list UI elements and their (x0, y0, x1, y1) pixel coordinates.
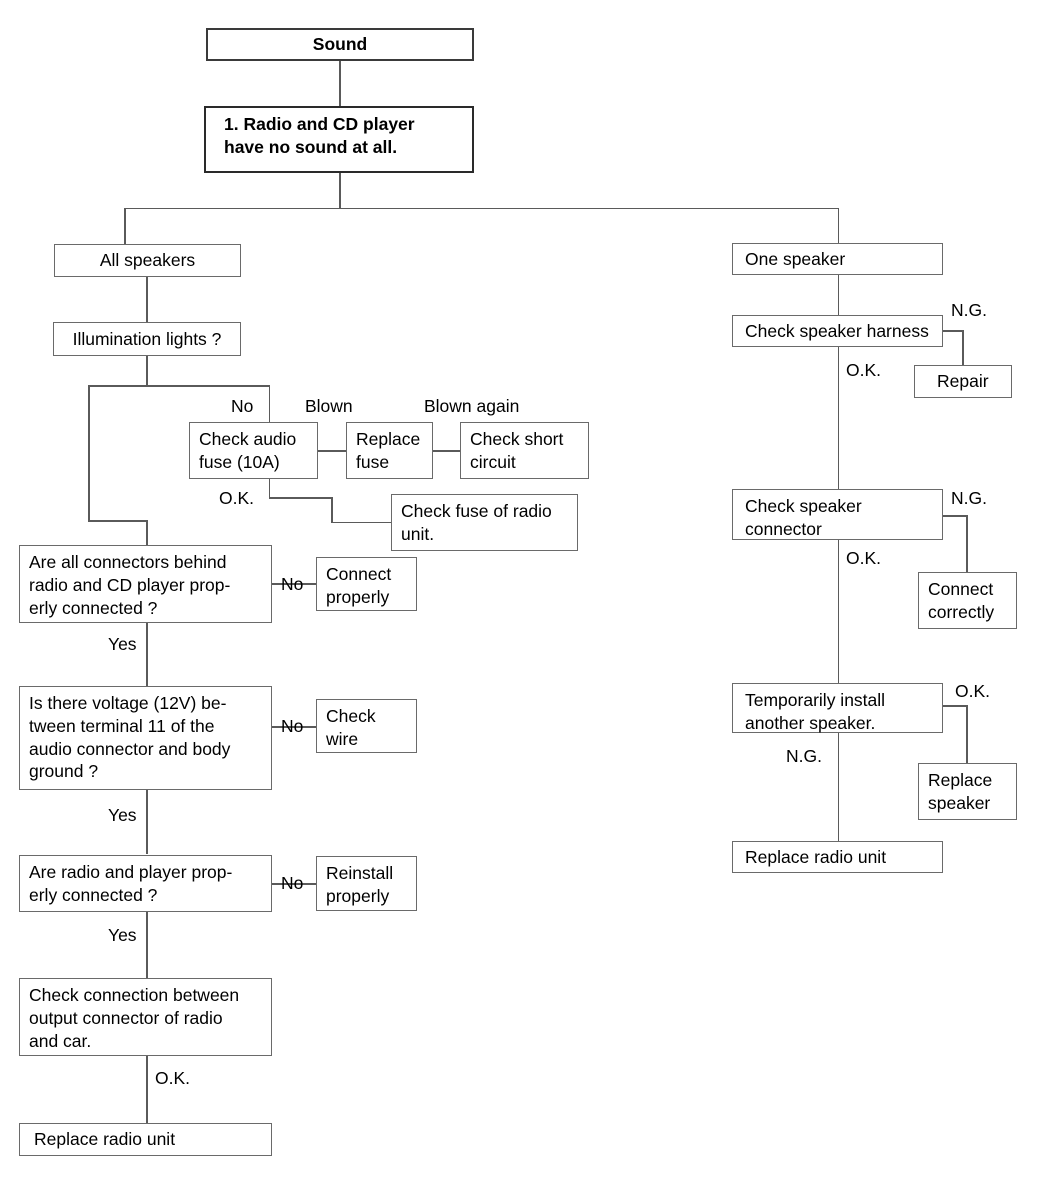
node-radio-player-question[interactable]: Are radio and player prop- erly connecte… (19, 855, 272, 912)
node-repair[interactable]: Repair (914, 365, 1012, 398)
edge-ng-harness-seg2 (962, 330, 964, 366)
edge-ng-connector-seg1 (943, 515, 967, 517)
edge-blown-fuse-to-replace (318, 450, 347, 452)
node-temporarily-install-speaker[interactable]: Temporarily install another speaker. (732, 683, 943, 733)
edge-yes-connectors (146, 622, 148, 686)
node-check-wire[interactable]: Check wire (316, 699, 417, 753)
edge-onespk-to-harness (837, 274, 840, 316)
node-all-speakers[interactable]: All speakers (54, 244, 241, 277)
label-ng-harness: N.G. (951, 300, 987, 320)
label-ok-connection: O.K. (155, 1068, 191, 1088)
edge-no-connectors (272, 583, 316, 585)
node-replace-radio-unit-right[interactable]: Replace radio unit (732, 841, 943, 873)
edge-ok-fuse-seg2 (268, 497, 333, 499)
node-check-audio-fuse[interactable]: Check audio fuse (10A) (189, 422, 318, 479)
label-ng-temp-install: N.G. (786, 746, 822, 766)
edge-illum-down (146, 355, 148, 386)
label-ok-connector: O.K. (846, 548, 882, 568)
edge-split-bus (124, 207, 839, 210)
node-connect-properly[interactable]: Connect properly (316, 557, 417, 611)
label-no-voltage: No (281, 716, 304, 736)
edge-ok-fuse-seg4 (331, 521, 392, 524)
node-connect-correctly[interactable]: Connect correctly (918, 572, 1017, 629)
node-illumination-lights[interactable]: Illumination lights ? (53, 322, 241, 356)
label-ok-fuse: O.K. (219, 488, 255, 508)
node-one-speaker[interactable]: One speaker (732, 243, 943, 275)
label-blown-again: Blown again (424, 396, 520, 416)
node-connectors-question[interactable]: Are all connectors behind radio and CD p… (19, 545, 272, 623)
edge-ok-harness (837, 346, 840, 490)
edge-ok-connector (837, 539, 840, 684)
edge-illum-bypass-to-connectors (146, 520, 148, 548)
edge-illum-bypass-down (88, 385, 90, 522)
label-yes-radio-player: Yes (108, 925, 137, 945)
node-check-fuse-of-radio-unit[interactable]: Check fuse of radio unit. (391, 494, 578, 551)
edge-blown-again-to-short (432, 450, 461, 452)
edge-yes-voltage (146, 790, 148, 854)
edge-illum-bypass-bottom (88, 520, 147, 522)
label-yes-connectors: Yes (108, 634, 137, 654)
label-no-connectors: No (281, 574, 304, 594)
label-ok-harness: O.K. (846, 360, 882, 380)
edge-no-radio-player (272, 883, 316, 885)
edge-no-voltage (272, 726, 316, 728)
edge-ok-temp-seg2 (966, 705, 968, 764)
edge-sound-to-symptom (339, 60, 341, 106)
edge-ok-temp-seg1 (943, 705, 967, 707)
label-yes-voltage: Yes (108, 805, 137, 825)
node-check-short-circuit[interactable]: Check short circuit (460, 422, 589, 479)
node-sound[interactable]: Sound (206, 28, 474, 61)
label-no-radio-player: No (281, 873, 304, 893)
node-replace-radio-unit-left[interactable]: Replace radio unit (19, 1123, 272, 1156)
edge-ng-temp (837, 732, 840, 841)
node-replace-speaker[interactable]: Replace speaker (918, 763, 1017, 820)
edge-ng-connector-seg2 (966, 515, 968, 573)
edge-ok-fuse-seg1 (268, 478, 271, 498)
node-check-connection-output[interactable]: Check connection between output connecto… (19, 978, 272, 1056)
edge-bus-to-one-speaker (837, 207, 840, 245)
edge-yes-radio-player (146, 912, 148, 978)
node-reinstall-properly[interactable]: Reinstall properly (316, 856, 417, 911)
node-check-speaker-connector[interactable]: Check speaker connector (732, 489, 943, 540)
edge-ok-connection (146, 1056, 148, 1123)
label-ok-temp-install: O.K. (955, 681, 991, 701)
node-voltage-question[interactable]: Is there voltage (12V) be- tween termina… (19, 686, 272, 790)
edge-ng-harness-seg1 (943, 330, 964, 332)
label-blown: Blown (305, 396, 353, 416)
edge-no-to-check-audio-fuse (268, 385, 271, 422)
edge-bus-to-all-speakers (124, 207, 126, 245)
edge-ok-fuse-seg3 (331, 497, 333, 523)
node-symptom[interactable]: 1. Radio and CD player have no sound at … (204, 106, 474, 173)
label-ng-connector: N.G. (951, 488, 987, 508)
edge-symptom-down (339, 172, 341, 209)
edge-illum-split-bus (88, 385, 270, 387)
node-check-speaker-harness[interactable]: Check speaker harness (732, 315, 943, 347)
node-replace-fuse[interactable]: Replace fuse (346, 422, 433, 479)
edge-allspk-to-illum (146, 276, 148, 322)
label-no-fuse: No (231, 396, 254, 416)
